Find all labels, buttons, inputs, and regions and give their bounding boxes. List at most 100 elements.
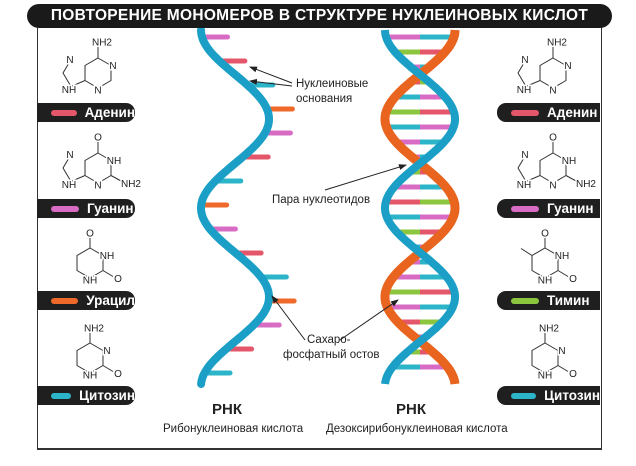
atom-label: N — [549, 86, 556, 97]
atom-label: N — [558, 346, 565, 357]
label-cytosine: Цитозин — [37, 386, 135, 405]
atom-label: O — [94, 133, 102, 144]
pointer-arrow — [271, 295, 306, 341]
atom-label: N — [66, 150, 73, 161]
atom-label: NH — [517, 85, 531, 96]
atom-label: NH — [517, 180, 531, 191]
nucleobase-name: Тимин — [547, 293, 590, 308]
pointer-arrow — [339, 299, 399, 341]
atom-label: NH2 — [84, 324, 104, 335]
dna-name: РНК — [396, 401, 426, 418]
dna-base — [420, 214, 454, 220]
nucleobase-name: Урацил — [86, 293, 135, 308]
dna-backbone-orange — [380, 29, 460, 385]
bond — [102, 270, 114, 277]
rna-base — [264, 130, 293, 136]
dna-base — [420, 34, 454, 40]
dna-base — [420, 364, 448, 370]
dna-base — [394, 184, 420, 190]
dna-base — [420, 124, 454, 130]
dna-base — [420, 289, 455, 295]
dna-base — [387, 304, 420, 310]
label-uracil: Урацил — [37, 291, 135, 310]
rna-base — [202, 34, 231, 40]
dna-subtitle: Дезоксирибонуклеиновая кислота — [326, 423, 508, 435]
rna-subtitle: Рибонуклеиновая кислота — [163, 423, 304, 435]
ring — [531, 247, 559, 279]
nucleobase-name: Аденин — [84, 105, 135, 120]
bond — [557, 365, 569, 372]
atom-label: NH — [100, 251, 114, 262]
dna-base — [420, 274, 447, 280]
nucleobase-name: Цитозин — [79, 388, 135, 403]
atom-label: N — [103, 346, 110, 357]
color-key — [511, 297, 539, 304]
rna-backbone — [196, 26, 273, 388]
label-thymine: Тимин — [497, 291, 600, 310]
dna-base — [420, 49, 445, 55]
label-cytosine: Цитозин — [497, 386, 600, 405]
dna-base — [395, 49, 420, 55]
dna-base — [407, 349, 420, 355]
atom-label: NH — [62, 180, 76, 191]
nucleobase-name: Гуанин — [547, 201, 594, 216]
atom-label: N — [66, 55, 73, 66]
nucleobase-name: Гуанин — [87, 201, 134, 216]
bond — [557, 270, 569, 277]
bond — [102, 365, 114, 372]
label-adenine: Аденин — [37, 103, 135, 122]
dna-base — [386, 124, 420, 130]
atom-label: O — [114, 369, 122, 380]
dna-helix — [380, 29, 460, 385]
label-backbone-1: Сахаро- — [307, 334, 351, 346]
atom-label: NH — [83, 276, 97, 287]
dna-base — [420, 229, 444, 235]
dna-base — [420, 139, 445, 145]
atom-label: O — [541, 229, 549, 240]
atom-label: O — [569, 369, 577, 380]
methyl-bond — [520, 248, 533, 256]
frame — [37, 20, 602, 450]
atom-label: N — [109, 61, 116, 72]
label-adenine: Аденин — [497, 103, 600, 122]
rna-base — [260, 274, 289, 280]
dna-base — [393, 274, 420, 280]
rna-base — [253, 322, 282, 328]
dna-base — [386, 109, 420, 115]
dna-base — [386, 34, 420, 40]
dna-base — [420, 319, 443, 325]
atom-label: NH2 — [576, 179, 596, 190]
dna-base — [395, 94, 420, 100]
diagram-title: ПОВТОРЕНИЕ МОНОМЕРОВ В СТРУКТУРЕ НУКЛЕИН… — [27, 4, 612, 28]
ring — [517, 154, 541, 183]
ring — [517, 59, 541, 88]
atom-label: NH — [538, 276, 552, 287]
atom-label: NH — [107, 156, 121, 167]
ring — [84, 57, 112, 89]
atom-label: NH2 — [121, 179, 141, 190]
dna-base — [420, 184, 446, 190]
color-key — [511, 392, 537, 399]
dna-backbone-teal — [380, 29, 459, 385]
atom-label: N — [521, 55, 528, 66]
atom-label: N — [94, 181, 101, 192]
atom-label: N — [564, 61, 571, 72]
atom-label: O — [549, 133, 557, 144]
atom-label: NH — [562, 156, 576, 167]
atom-label: NH2 — [539, 324, 559, 335]
atom-label: NH2 — [92, 38, 112, 49]
rna-base — [266, 106, 295, 112]
rna-base — [204, 370, 233, 376]
atom-label: O — [86, 229, 94, 240]
color-key — [51, 392, 72, 399]
atom-label: N — [549, 181, 556, 192]
label-guanine: Гуанин — [497, 199, 600, 218]
dna-base — [395, 139, 420, 145]
